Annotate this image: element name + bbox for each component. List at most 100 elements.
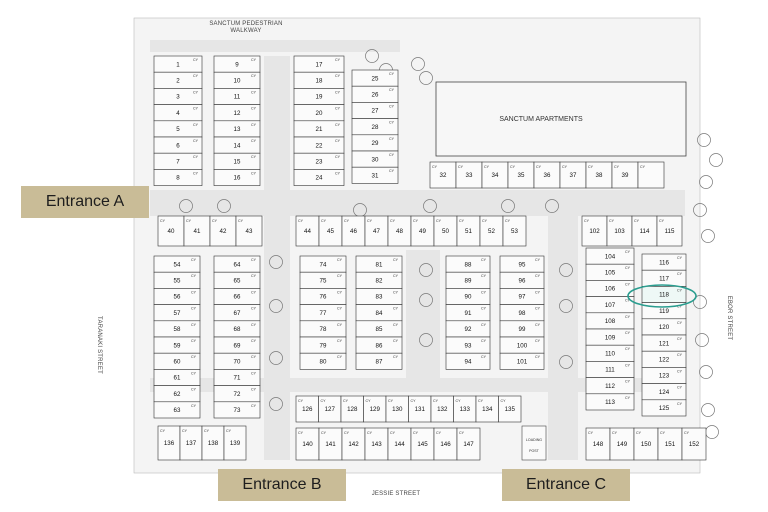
courtyard-tag: CY — [677, 369, 683, 373]
lot-117: 117 — [641, 269, 687, 287]
svg-text:20: 20 — [316, 110, 323, 117]
courtyard-tag: CY — [389, 72, 395, 76]
courtyard-tag: CY — [182, 429, 188, 433]
courtyard-tag: CY — [634, 219, 640, 223]
courtyard-tag: CY — [251, 290, 257, 294]
tree-icon — [699, 365, 713, 379]
courtyard-tag: CY — [535, 323, 541, 327]
courtyard-tag: CY — [321, 431, 327, 435]
courtyard-tag: CY — [677, 337, 683, 341]
tree-icon — [419, 71, 433, 85]
svg-text:121: 121 — [659, 340, 670, 347]
svg-text:34: 34 — [492, 172, 499, 179]
courtyard-tag: CY — [505, 219, 511, 223]
svg-text:79: 79 — [320, 342, 327, 349]
svg-text:112: 112 — [605, 383, 615, 390]
svg-text:76: 76 — [320, 294, 327, 301]
courtyard-tag: CY — [193, 58, 199, 62]
courtyard-tag: CY — [191, 388, 197, 392]
courtyard-tag: CY — [393, 274, 399, 278]
lot-99: 99 — [499, 320, 545, 338]
tree-icon — [411, 57, 425, 71]
lots: 1CY2CY3CY4CY5CY6CY7CY8CY9CY10CY11CY12CY1… — [153, 55, 707, 461]
svg-text:127: 127 — [325, 406, 336, 413]
courtyard-tag: CY — [160, 219, 166, 223]
svg-text:8: 8 — [176, 175, 180, 182]
svg-text:129: 129 — [370, 406, 381, 413]
courtyard-tag: CY — [481, 274, 487, 278]
courtyard-tag: CY — [456, 399, 462, 403]
loading-label-2: POST — [529, 449, 540, 453]
svg-text:68: 68 — [234, 326, 241, 333]
svg-text:133: 133 — [460, 406, 471, 413]
svg-text:30: 30 — [372, 156, 379, 163]
courtyard-tag: CY — [193, 139, 199, 143]
internal-roads — [150, 40, 685, 460]
svg-text:23: 23 — [316, 159, 323, 166]
courtyard-tag: CY — [625, 380, 631, 384]
courtyard-tag: CY — [393, 323, 399, 327]
courtyard-tag: CY — [344, 431, 350, 435]
svg-text:138: 138 — [208, 440, 219, 447]
loading-post — [521, 425, 547, 461]
courtyard-tag: CY — [343, 399, 349, 403]
svg-text:106: 106 — [605, 286, 616, 293]
svg-text:123: 123 — [659, 373, 670, 380]
courtyard-tag: CY — [238, 219, 244, 223]
courtyard-tag: CY — [193, 155, 199, 159]
svg-text:18: 18 — [316, 78, 323, 85]
svg-text:69: 69 — [234, 342, 241, 349]
svg-text:32: 32 — [440, 172, 447, 179]
svg-text:5: 5 — [176, 126, 180, 133]
tree-icon — [501, 199, 515, 213]
lot-24: 24 — [293, 169, 345, 186]
courtyard-tag: CY — [389, 153, 395, 157]
tree-icon — [701, 229, 715, 243]
lot-25: 25 — [351, 69, 399, 87]
courtyard-tag: CY — [191, 290, 197, 294]
svg-text:142: 142 — [348, 441, 359, 448]
entrance-b-label: Entrance B — [218, 469, 346, 501]
courtyard-tag: CY — [535, 307, 541, 311]
svg-text:1: 1 — [176, 61, 180, 68]
courtyard-tag: CY — [191, 355, 197, 359]
lot-60: 60 — [153, 352, 201, 370]
courtyard-tag: CY — [335, 123, 341, 127]
courtyard-tag: CY — [484, 165, 490, 169]
svg-text:50: 50 — [442, 228, 449, 235]
lot-41: 41 — [183, 215, 211, 247]
lot-112: 112 — [585, 377, 635, 395]
svg-text:132: 132 — [437, 406, 448, 413]
courtyard-tag: CY — [588, 165, 594, 169]
lot-150: 150 — [633, 427, 659, 461]
lot-105: 105 — [585, 263, 635, 281]
courtyard-tag: CY — [636, 431, 642, 435]
svg-text:66: 66 — [234, 294, 241, 301]
jessie-street-label: JESSIE STREET — [372, 491, 421, 497]
svg-text:141: 141 — [325, 441, 336, 448]
courtyard-tag: CY — [335, 107, 341, 111]
svg-text:116: 116 — [659, 259, 669, 266]
courtyard-tag: CY — [335, 139, 341, 143]
svg-text:78: 78 — [320, 326, 327, 333]
lot-97: 97 — [499, 288, 545, 305]
courtyard-tag: CY — [160, 429, 166, 433]
lot-35: 35 — [507, 161, 535, 189]
svg-text:11: 11 — [234, 94, 241, 101]
svg-text:149: 149 — [617, 441, 628, 448]
courtyard-tag: CY — [393, 339, 399, 343]
courtyard-tag: CY — [335, 58, 341, 62]
courtyard-tag: CY — [411, 399, 417, 403]
svg-text:89: 89 — [465, 278, 472, 285]
svg-text:128: 128 — [347, 406, 358, 413]
lot-43: 43 — [235, 215, 263, 247]
courtyard-tag: CY — [389, 104, 395, 108]
courtyard-tag: CY — [390, 219, 396, 223]
courtyard-tag: CY — [535, 274, 541, 278]
tree-icon — [419, 263, 433, 277]
svg-text:110: 110 — [605, 351, 615, 358]
svg-text:64: 64 — [234, 261, 241, 268]
courtyard-tag: CY — [337, 355, 343, 359]
svg-text:80: 80 — [320, 359, 327, 366]
